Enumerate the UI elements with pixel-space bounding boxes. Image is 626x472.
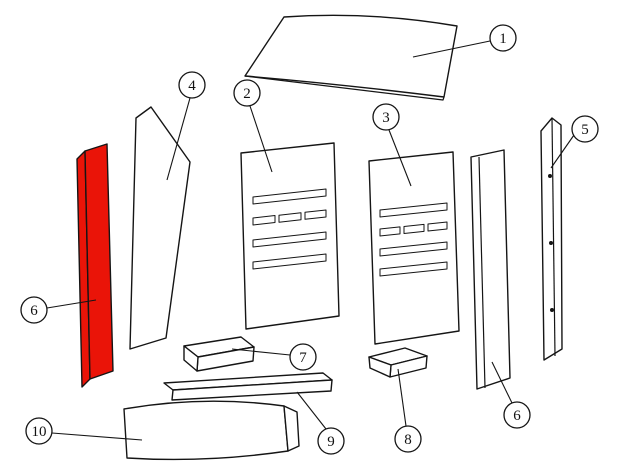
part-rear-panel-left xyxy=(240,142,340,330)
callout-5: 5 xyxy=(571,115,599,143)
fixing-hole xyxy=(548,174,552,178)
vent-slot xyxy=(252,231,327,248)
callout-circle xyxy=(571,115,599,143)
fixing-hole xyxy=(550,308,554,312)
callout-circle xyxy=(233,79,261,107)
vent-slot xyxy=(278,212,302,223)
part-outer-right-panel xyxy=(540,117,563,361)
fixing-hole xyxy=(549,241,553,245)
leader-line-9 xyxy=(296,391,327,430)
leader-line-1 xyxy=(412,40,491,58)
callout-3: 3 xyxy=(372,103,400,131)
callout-number: 1 xyxy=(499,31,507,47)
leader-lines xyxy=(46,40,575,441)
callout-2: 2 xyxy=(233,79,261,107)
panel-face xyxy=(129,106,191,350)
callout-number: 5 xyxy=(581,122,589,138)
leader-line-8 xyxy=(397,368,407,427)
panel-fold-line xyxy=(551,117,556,357)
callout-number: 7 xyxy=(299,350,307,366)
callout-1: 1 xyxy=(489,24,517,52)
part-inner-left-panel xyxy=(129,106,191,350)
callout-circle xyxy=(25,417,53,445)
callout-circle xyxy=(178,71,206,99)
callout-number: 3 xyxy=(382,110,390,126)
panel-front-face xyxy=(84,143,114,380)
callout-6-left: 6 xyxy=(20,296,48,324)
leader-line-3 xyxy=(388,129,412,187)
panel-end-cap xyxy=(283,405,300,452)
leader-line-7 xyxy=(231,348,291,356)
part-top-baffle-panel xyxy=(244,14,458,101)
callout-circle xyxy=(394,425,422,453)
callout-9: 9 xyxy=(317,427,345,455)
panel-fold-line xyxy=(478,156,486,389)
vent-slot xyxy=(252,253,327,270)
panel-face xyxy=(540,117,563,361)
callout-number: 6 xyxy=(30,303,38,319)
callout-number: 6 xyxy=(513,408,521,424)
callout-number: 8 xyxy=(404,432,412,448)
leader-line-10 xyxy=(51,432,143,441)
part-bottom-front-panel xyxy=(123,400,300,461)
callout-circle xyxy=(289,343,317,371)
callout-number: 9 xyxy=(327,434,335,450)
panel-face xyxy=(470,149,511,390)
callout-number: 10 xyxy=(32,424,47,440)
vent-slot xyxy=(403,223,425,234)
leader-line-4 xyxy=(166,97,191,181)
part-left-side-panel-highlighted xyxy=(76,143,114,388)
vent-slot xyxy=(379,202,448,218)
callout-circle xyxy=(20,296,48,324)
leader-line-5 xyxy=(550,134,575,169)
vent-slot xyxy=(379,241,448,257)
callout-circle xyxy=(489,24,517,52)
vent-slot xyxy=(379,261,448,277)
part-front-rail xyxy=(163,372,333,401)
callout-circle xyxy=(317,427,345,455)
callout-number: 2 xyxy=(243,86,251,102)
vent-slot xyxy=(379,226,401,237)
callout-8: 8 xyxy=(394,425,422,453)
callout-10: 10 xyxy=(25,417,53,445)
callout-7: 7 xyxy=(289,343,317,371)
part-rear-panel-right xyxy=(368,151,460,345)
callout-6-right: 6 xyxy=(503,401,531,429)
vent-slot xyxy=(304,209,327,220)
panel-face xyxy=(123,400,289,461)
part-left-front-block xyxy=(183,336,255,372)
block-end-face xyxy=(368,356,392,378)
leader-line-2 xyxy=(249,105,273,173)
panel-edge xyxy=(244,75,445,101)
callout-number: 4 xyxy=(188,78,196,94)
block-end-face xyxy=(183,345,199,372)
callout-circle xyxy=(372,103,400,131)
rail-front-face xyxy=(171,379,333,401)
callout-circle xyxy=(503,401,531,429)
callout-4: 4 xyxy=(178,71,206,99)
part-right-side-panel xyxy=(470,149,511,390)
leader-line-6a xyxy=(46,299,97,309)
vent-slot xyxy=(252,215,276,226)
vent-slot xyxy=(252,188,327,205)
vent-slot xyxy=(427,221,448,232)
leader-line-6b xyxy=(491,361,513,404)
panel-face xyxy=(244,14,458,98)
part-right-front-block xyxy=(368,347,428,378)
